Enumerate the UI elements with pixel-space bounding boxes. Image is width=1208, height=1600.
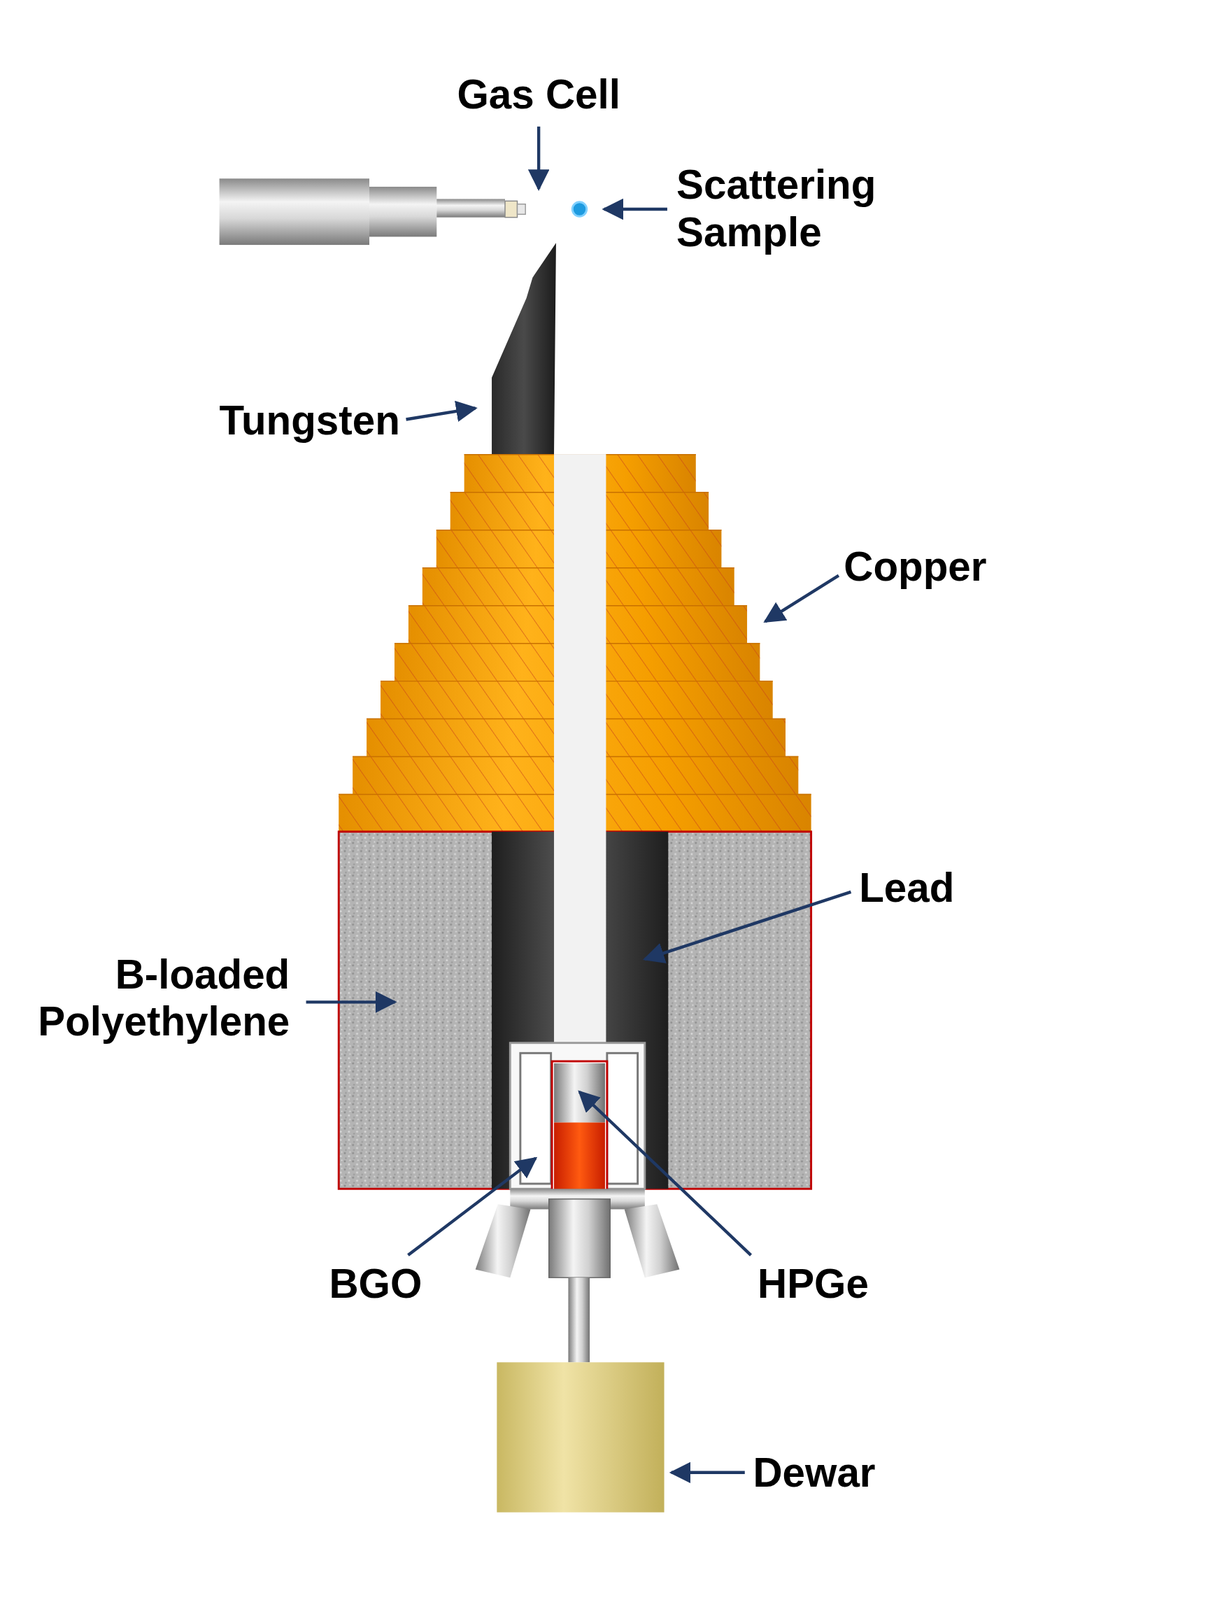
part-label: B-loaded Polyethylene (4, 950, 290, 1045)
part-label: Gas Cell (456, 70, 620, 118)
part-label: Copper (843, 542, 987, 590)
part-label: Dewar (752, 1448, 876, 1496)
part-label: Tungsten (219, 396, 401, 444)
part-label: HPGe (757, 1259, 869, 1307)
part-label: Lead (858, 863, 955, 911)
part-label: Scattering Sample (676, 160, 932, 255)
part-label: BGO (328, 1259, 422, 1307)
